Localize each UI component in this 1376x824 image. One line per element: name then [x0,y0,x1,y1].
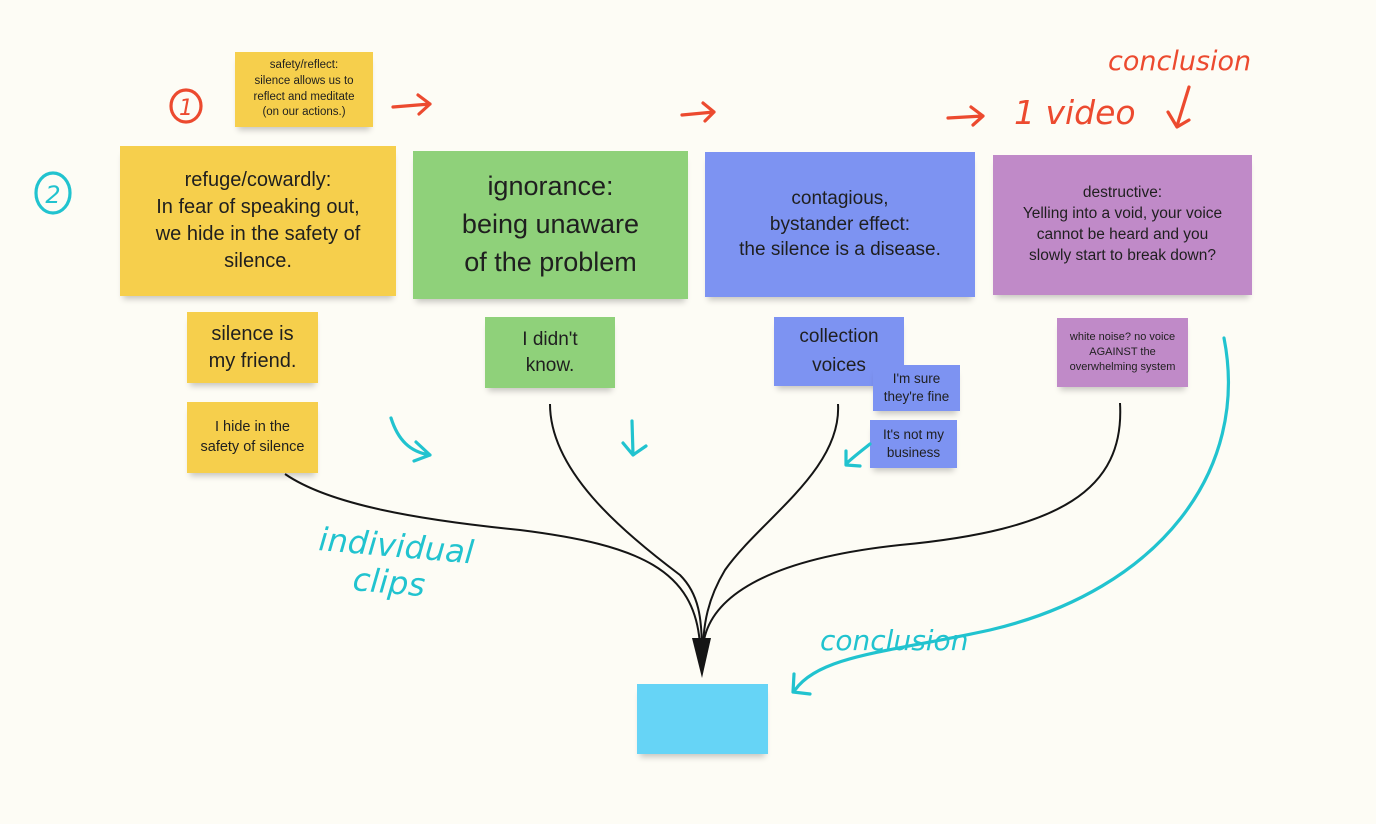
sticky-white-noise[interactable]: white noise? no voice AGAINST the overwh… [1057,318,1188,387]
connector-refuge [284,473,701,646]
sticky-destructive[interactable]: destructive: Yelling into a void, your v… [993,155,1252,295]
conclusion-top-label: conclusion [1108,46,1251,77]
sticky-im-sure-theyre-fine[interactable]: I'm sure they're fine [873,365,960,411]
sticky-refuge-cowardly[interactable]: refuge/cowardly: In fear of speaking out… [120,146,396,296]
cyan-arrow-left-icon [844,442,872,468]
step-one-marker: 1 [169,88,203,124]
one-video-label: 1 video [1014,93,1136,132]
sticky-conclusion-box[interactable] [637,684,768,754]
individual-label: individual [317,520,475,571]
sticky-ignorance[interactable]: ignorance: being unaware of the problem [413,151,688,299]
sticky-i-hide-in-safety[interactable]: I hide in the safety of silence [187,402,318,473]
red-arrow-down-icon [1166,85,1191,129]
sticky-contagious[interactable]: contagious, bystander effect: the silenc… [705,152,975,297]
cyan-conclusion-arrow-icon [791,336,1230,696]
sticky-safety-reflect[interactable]: safety/reflect: silence allows us to ref… [235,52,373,127]
connector-ignorance [549,403,703,646]
connector-arrowhead [692,638,711,678]
cyan-arrow-down-icon [621,419,648,457]
red-arrow-right-icon [391,93,432,116]
cyan-arrow-curved-icon [389,416,432,463]
red-arrow-right-icon [680,101,716,123]
clips-label: clips [351,560,426,604]
sticky-i-didnt-know[interactable]: I didn't know. [485,317,615,388]
step-two-marker: 2 [34,171,72,215]
sticky-silence-is-my-friend[interactable]: silence is my friend. [187,312,318,383]
sticky-not-my-business[interactable]: It's not my business [870,420,957,468]
step-one-label: 1 [179,96,193,121]
red-arrow-right-icon [946,105,985,127]
step-two-label: 2 [45,181,60,209]
connector-contagious [702,403,840,646]
conclusion-bottom-label: conclusion [820,624,968,657]
